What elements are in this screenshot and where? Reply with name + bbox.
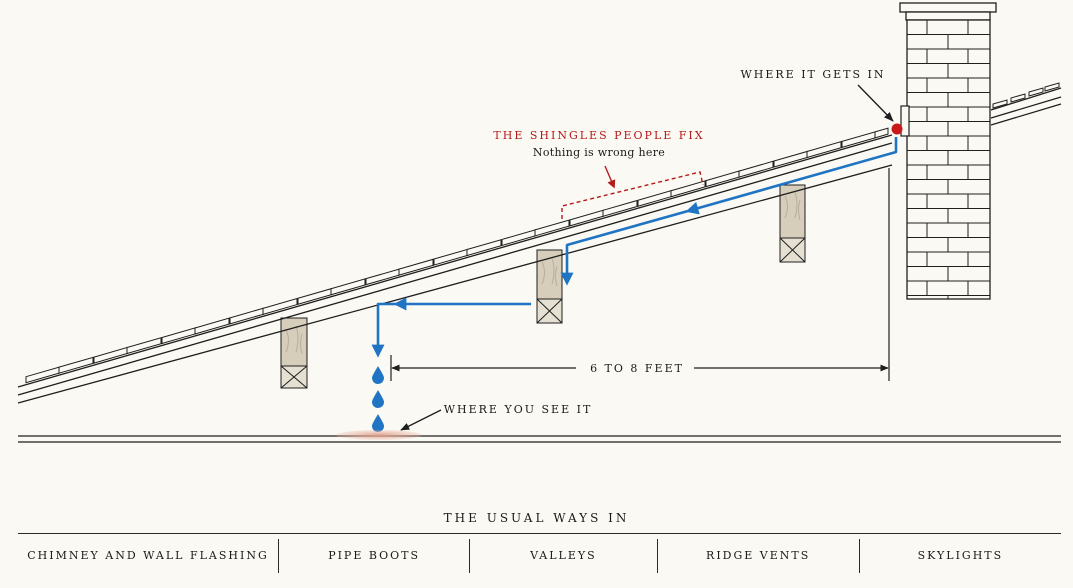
ceiling-floor [18,435,1061,443]
distance-dimension [390,168,890,381]
legend-list: CHIMNEY AND WALL FLASHING PIPE BOOTS VAL… [18,534,1061,578]
shingle [262,297,298,316]
rafter-left [280,317,308,389]
shingle-courses [25,127,889,384]
shingle [670,180,706,198]
shingle [126,337,162,355]
water-path [371,137,898,358]
shingles-callout-bracket [561,171,704,219]
shingle [738,160,774,178]
water-drop [372,390,384,408]
rafter-middle [536,249,563,324]
legend-item-skylights: SKYLIGHTS [858,539,1061,573]
shingle [874,127,889,139]
shingle [602,199,638,217]
label-where-you-see-it: WHERE YOU SEE IT [444,403,593,416]
shingle [534,219,570,237]
water-drop [372,414,384,432]
legend-title: THE USUAL WAYS IN [443,511,630,525]
chimney [899,2,997,300]
shingle [194,317,230,335]
rafter-right [779,184,806,263]
roof-cross-section: WHERE IT GETS IN THE SHINGLES PEOPLE FIX… [17,2,1062,443]
shingle [58,356,94,374]
water-drops [372,366,384,432]
roof-right-of-chimney [990,82,1062,126]
label-distance: 6 TO 8 FEET [590,362,684,375]
legend-item-chimney-flashing: CHIMNEY AND WALL FLASHING [27,549,269,562]
shingle [330,278,366,296]
label-shingles-subtitle: Nothing is wrong here [533,146,665,159]
legend-item-ridge-vents: RIDGE VENTS [656,539,859,573]
shingle [466,239,502,257]
label-shingles-title: THE SHINGLES PEOPLE FIX [493,129,704,142]
stain-arrow [400,409,442,431]
entry-point-marker [891,123,903,135]
legend-divider [18,533,1061,534]
entry-arrow [857,84,894,122]
shingles-callout-arrow [604,165,616,189]
shingle [398,258,434,276]
legend-item-valleys: VALLEYS [469,539,656,573]
legend-item-pipe-boots: PIPE BOOTS [278,539,469,573]
shingle [806,141,842,159]
water-drop [372,366,384,384]
water-stain [336,430,422,440]
label-where-it-gets-in: WHERE IT GETS IN [740,68,885,81]
roof-deck [17,134,893,404]
